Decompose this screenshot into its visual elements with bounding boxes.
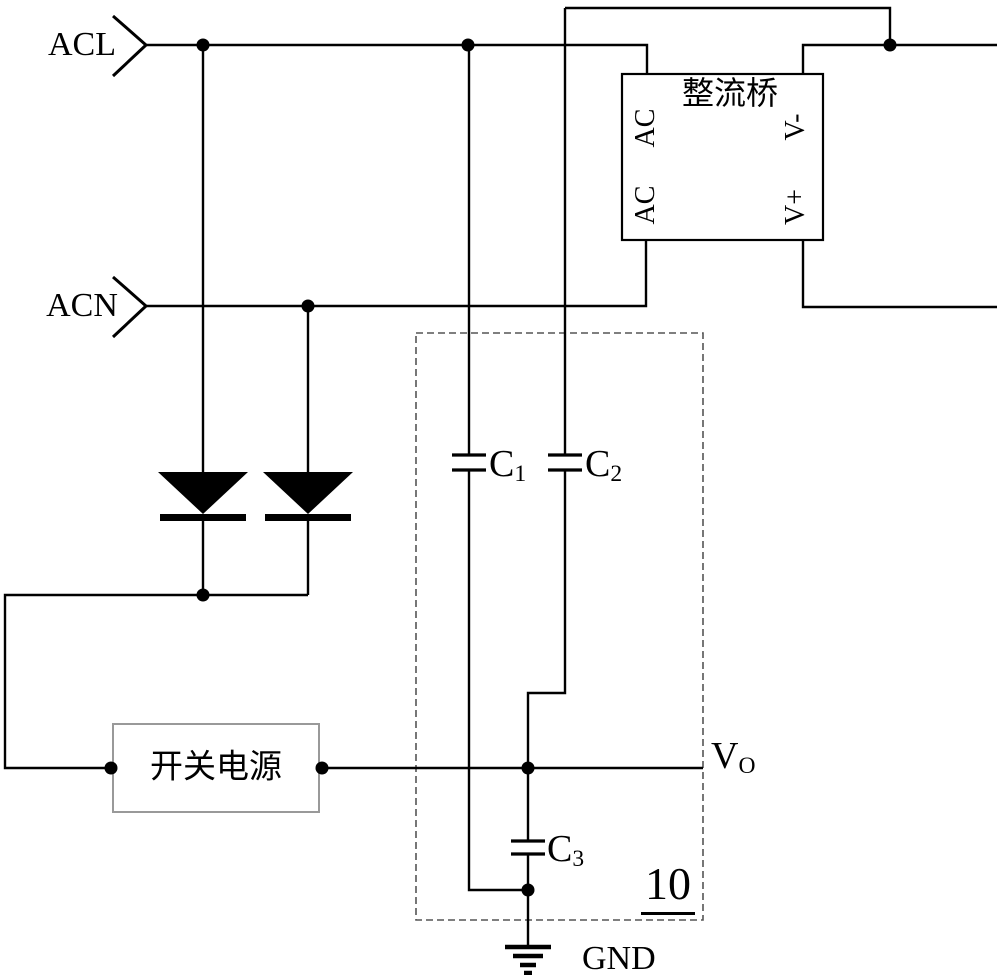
wire-c1-bottom bbox=[467, 471, 528, 892]
capacitor-label-c3: C3 bbox=[547, 828, 585, 873]
wire-top-link bbox=[565, 6, 892, 45]
capacitor-c1-icon bbox=[452, 453, 486, 472]
capacitor-label-c2: C2 bbox=[585, 443, 623, 488]
capacitor-c2-icon bbox=[548, 453, 582, 472]
wire-vminus-out bbox=[801, 43, 997, 74]
module-dashed-box bbox=[415, 332, 704, 921]
terminal-label-acl: ACL bbox=[48, 26, 116, 63]
capacitor-label-c1: C1 bbox=[489, 443, 527, 488]
wire-acl-to-bridge bbox=[146, 43, 649, 74]
wire-return-to-psu bbox=[3, 593, 308, 770]
capacitor-c3-icon bbox=[511, 839, 545, 856]
diode1-icon bbox=[158, 472, 248, 521]
acl-terminal-icon bbox=[111, 14, 149, 78]
bridge-pin-label-vminus: V- bbox=[780, 113, 811, 141]
terminal-label-acn: ACN bbox=[46, 287, 118, 324]
bridge-pin-label-ac-top: AC bbox=[630, 108, 661, 148]
acn-terminal-icon bbox=[111, 275, 149, 339]
ground-icon bbox=[505, 944, 551, 975]
module-number-label: 10 bbox=[641, 858, 695, 915]
wire-acn-to-bridge bbox=[146, 240, 648, 308]
bridge-pin-label-ac-bottom: AC bbox=[630, 185, 661, 225]
output-label-vo: VO bbox=[711, 735, 756, 780]
rectifier-bridge-box bbox=[620, 72, 825, 242]
bridge-title: 整流桥 bbox=[681, 75, 779, 111]
wire-c2-bottom bbox=[526, 471, 567, 768]
psu-label: 开关电源 bbox=[150, 749, 282, 786]
wire-vplus-out bbox=[801, 240, 997, 309]
ground-label: GND bbox=[582, 940, 656, 975]
junction-dots bbox=[104, 38, 897, 897]
diode2-icon bbox=[263, 472, 353, 521]
bridge-pin-label-vplus: V+ bbox=[780, 188, 811, 226]
